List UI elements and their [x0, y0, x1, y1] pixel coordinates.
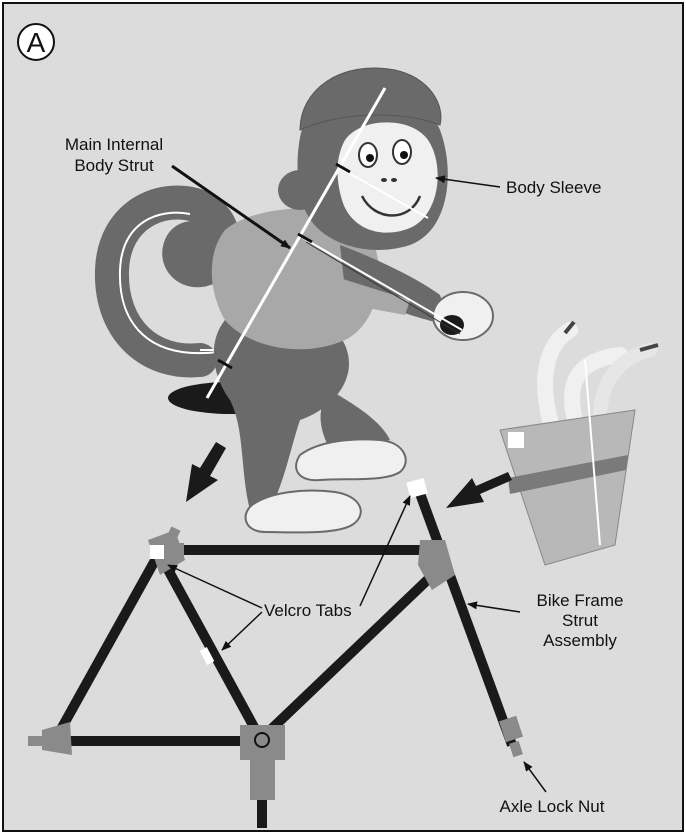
label-velcro-tabs: Velcro Tabs [264, 601, 352, 620]
velcro-tab-seat [150, 545, 164, 559]
banana-bag-velcro-tab [508, 432, 524, 448]
svg-text:Bike Frame: Bike Frame [537, 591, 624, 610]
panel-badge-letter: A [27, 27, 46, 58]
svg-text:Strut: Strut [562, 611, 598, 630]
label-axle-lock-nut: Axle Lock Nut [500, 797, 605, 816]
svg-text:Main Internal: Main Internal [65, 135, 163, 154]
panel-badge: A [18, 24, 54, 60]
svg-text:Assembly: Assembly [543, 631, 617, 650]
label-body-sleeve: Body Sleeve [506, 178, 601, 197]
monkey-hand [433, 292, 493, 340]
bottom-bracket-hub [255, 733, 269, 747]
svg-text:Body Strut: Body Strut [74, 156, 154, 175]
